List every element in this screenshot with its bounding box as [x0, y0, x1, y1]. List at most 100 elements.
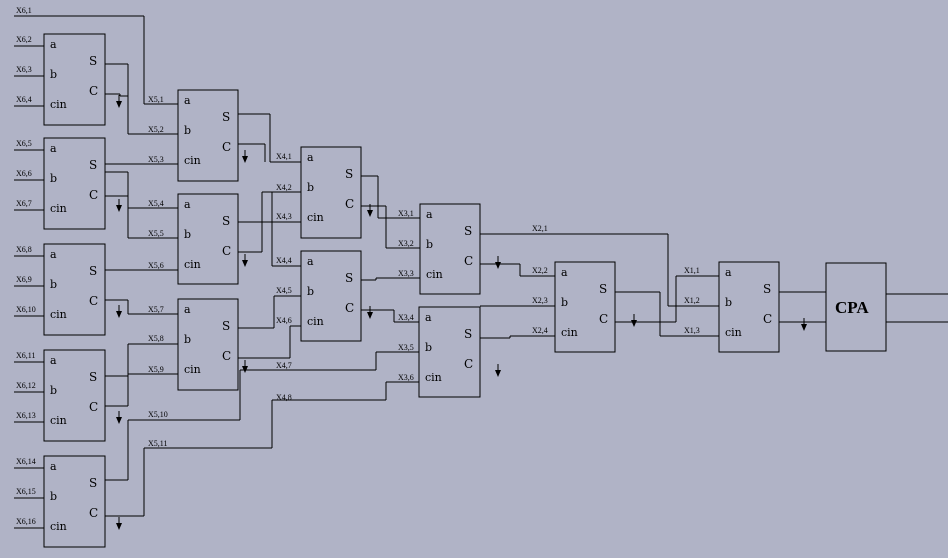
- signal-x6-2: X6,2: [16, 35, 32, 44]
- fa-stage6-1-port-cin: cin: [50, 98, 67, 111]
- carry-arrow-s2-1: [631, 320, 637, 327]
- fa-stage3-2-port-a: a: [425, 311, 432, 324]
- signal-x3-4: X3,4: [398, 313, 414, 322]
- fa-stage4-1-port-cin: cin: [307, 211, 324, 224]
- signal-x6-1: X6,1: [16, 6, 32, 15]
- fa-stage5-1-port-cin: cin: [184, 154, 201, 167]
- signal-x6-3: X6,3: [16, 65, 32, 74]
- fa-stage6-1-port-a: a: [50, 38, 57, 51]
- fa-stage4-1-port-b: b: [307, 181, 314, 194]
- fa-stage6-2-port-b: b: [50, 172, 57, 185]
- carry-arrow-s5-3: [242, 366, 248, 373]
- signal-x3-6: X3,6: [398, 373, 414, 382]
- fa-stage4-2-port-s: S: [345, 271, 353, 285]
- carry-arrow-s5-2: [242, 260, 248, 267]
- fa-stage6-2-port-a: a: [50, 142, 57, 155]
- fa-stage6-5-port-cin: cin: [50, 520, 67, 533]
- fa-stage2-1: [554, 261, 616, 353]
- signal-x2-4: X2,4: [532, 326, 548, 335]
- signal-x2-3: X2,3: [532, 296, 548, 305]
- fa-stage6-4-port-b: b: [50, 384, 57, 397]
- fa-stage3-1-port-a: a: [426, 208, 433, 221]
- carry-arrow-s4-1: [367, 210, 373, 217]
- signal-x1-1: X1,1: [684, 266, 700, 275]
- signal-x4-7: X4,7: [276, 361, 292, 370]
- cpa-label: CPA: [835, 298, 869, 317]
- fa-stage5-3-port-b: b: [184, 333, 191, 346]
- fa-stage2-1-port-cin: cin: [561, 326, 578, 339]
- fa-stage2-1-port-c: C: [599, 312, 608, 326]
- signal-x4-1: X4,1: [276, 152, 292, 161]
- carry-arrow-s5-1: [242, 156, 248, 163]
- fa-stage6-4: [43, 349, 106, 442]
- fa-stage1-1-port-b: b: [725, 296, 732, 309]
- signal-x5-11: X5,11: [148, 439, 167, 448]
- fa-stage5-3: [177, 298, 239, 391]
- fa-stage6-5: [43, 455, 106, 548]
- fa-stage6-4-port-s: S: [89, 370, 97, 384]
- fa-stage6-2-port-c: C: [89, 188, 98, 202]
- fa-stage1-1-port-s: S: [763, 282, 771, 296]
- signal-x5-2: X5,2: [148, 125, 164, 134]
- signal-x6-12: X6,12: [16, 381, 36, 390]
- signal-x4-5: X4,5: [276, 286, 292, 295]
- fa-stage2-1-port-s: S: [599, 282, 607, 296]
- fa-stage6-2-port-s: S: [89, 158, 97, 172]
- signal-x5-9: X5,9: [148, 365, 164, 374]
- fa-stage3-2-port-cin: cin: [425, 371, 442, 384]
- carry-arrow-s3-2: [495, 370, 501, 377]
- fa-stage3-1-port-b: b: [426, 238, 433, 251]
- signal-x2-2: X2,2: [532, 266, 548, 275]
- signal-x4-6: X4,6: [276, 316, 292, 325]
- fa-stage2-1-port-a: a: [561, 266, 568, 279]
- signal-x3-3: X3,3: [398, 269, 414, 278]
- carry-arrow-s6-4: [116, 417, 122, 424]
- fa-stage5-3-port-a: a: [184, 303, 191, 316]
- fa-stage6-3: [43, 243, 106, 336]
- signal-x5-1: X5,1: [148, 95, 164, 104]
- cpa-box: [825, 262, 887, 352]
- fa-stage5-2-port-cin: cin: [184, 258, 201, 271]
- fa-stage4-2: [300, 250, 362, 342]
- fa-stage6-1-port-b: b: [50, 68, 57, 81]
- signal-x5-8: X5,8: [148, 334, 164, 343]
- fa-stage4-1-port-s: S: [345, 167, 353, 181]
- fa-stage6-2: [43, 137, 106, 230]
- fa-stage6-4-port-a: a: [50, 354, 57, 367]
- fa-stage5-1-port-b: b: [184, 124, 191, 137]
- fa-stage3-1-port-c: C: [464, 254, 473, 268]
- fa-stage3-2: [418, 306, 481, 398]
- fa-stage6-5-port-s: S: [89, 476, 97, 490]
- signal-x5-7: X5,7: [148, 305, 164, 314]
- fa-stage1-1: [718, 261, 780, 353]
- fa-stage4-2-port-a: a: [307, 255, 314, 268]
- carry-arrow-s1-1: [801, 324, 807, 331]
- fa-stage5-3-port-cin: cin: [184, 363, 201, 376]
- fa-stage1-1-port-a: a: [725, 266, 732, 279]
- carry-arrow-s6-1: [116, 101, 122, 108]
- signal-x2-1: X2,1: [532, 224, 548, 233]
- fa-stage6-1: [43, 33, 106, 126]
- fa-stage1-1-port-c: C: [763, 312, 772, 326]
- fa-stage6-4-port-c: C: [89, 400, 98, 414]
- fa-stage4-2-port-b: b: [307, 285, 314, 298]
- fa-stage6-5-port-a: a: [50, 460, 57, 473]
- full-adders: [43, 33, 887, 548]
- signal-x5-4: X5,4: [148, 199, 164, 208]
- fa-stage6-3-port-s: S: [89, 264, 97, 278]
- fa-stage6-3-port-c: C: [89, 294, 98, 308]
- fa-stage6-2-port-cin: cin: [50, 202, 67, 215]
- fa-stage6-1-port-s: S: [89, 54, 97, 68]
- signal-x6-11: X6,11: [16, 351, 35, 360]
- fa-stage6-1-port-c: C: [89, 84, 98, 98]
- signal-x3-5: X3,5: [398, 343, 414, 352]
- fa-stage4-1-port-c: C: [345, 197, 354, 211]
- fa-stage1-1-port-cin: cin: [725, 326, 742, 339]
- fa-stage4-2-port-c: C: [345, 301, 354, 315]
- fa-stage3-2-port-b: b: [425, 341, 432, 354]
- fa-stage5-3-port-s: S: [222, 319, 230, 333]
- signal-x5-3: X5,3: [148, 155, 164, 164]
- signal-x6-9: X6,9: [16, 275, 32, 284]
- carry-arrow-s6-2: [116, 205, 122, 212]
